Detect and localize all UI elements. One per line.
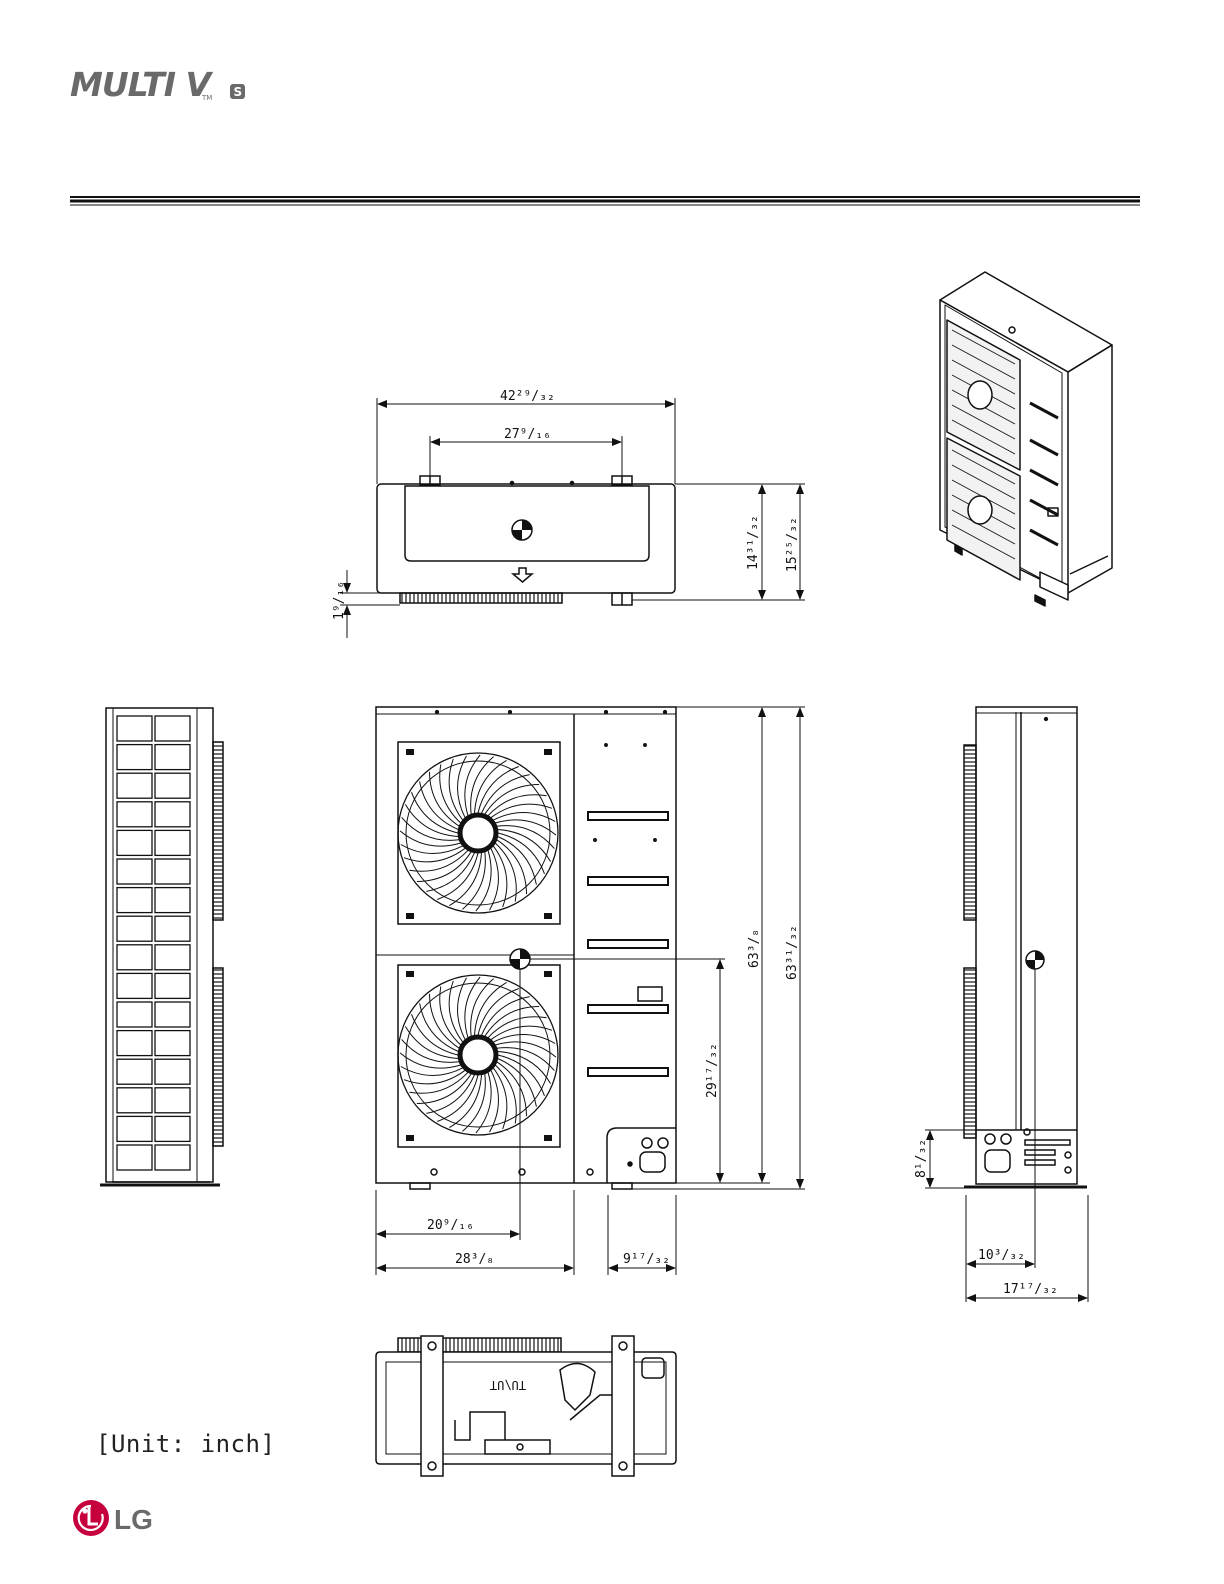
grille-cell (117, 1088, 152, 1113)
dim-side-base-height: 8¹/₃₂ (914, 1139, 929, 1178)
grille-cell (117, 973, 152, 998)
grille-cell (117, 916, 152, 941)
grille-cell (155, 1031, 190, 1056)
dim-top-foot-offset: 1⁹/₁₆ (332, 581, 347, 620)
dim-front-right-width: 9¹⁷/₃₂ (623, 1252, 670, 1267)
grille-cell (155, 773, 190, 798)
bottom-view (376, 1336, 676, 1476)
grille-cell (155, 830, 190, 855)
dim-top-depth-inner: 14³¹/₃₂ (746, 515, 761, 570)
lg-logo-text: LG (114, 1504, 153, 1535)
grille-cell (155, 1088, 190, 1113)
grille-cell (155, 745, 190, 770)
cg-icon (1026, 951, 1044, 969)
grille-cell (155, 802, 190, 827)
top-view (377, 476, 675, 605)
isometric-view (940, 272, 1112, 606)
grille-cell (155, 859, 190, 884)
dim-top-depth-outer: 15²⁵/₃₂ (785, 517, 800, 572)
grille-cell (117, 945, 152, 970)
header-rule (70, 197, 1140, 205)
dim-front-cg-x: 20⁹/₁₆ (427, 1218, 474, 1233)
grille-cell (155, 1059, 190, 1084)
grille-cell (117, 773, 152, 798)
dim-top-mount-spacing: 27⁹/₁₆ (504, 427, 551, 442)
grille-cell (155, 1002, 190, 1027)
grille-cell (155, 1145, 190, 1170)
lg-logo: LG (72, 1496, 162, 1540)
grille-cell (155, 916, 190, 941)
bottom-stamp: TU\UT (490, 1378, 526, 1392)
grille-cell (117, 1002, 152, 1027)
unit-note: [Unit: inch] (96, 1430, 275, 1458)
grille-cell (117, 859, 152, 884)
grille-cell (155, 1116, 190, 1141)
grille-cell (117, 1059, 152, 1084)
cg-icon (510, 949, 530, 969)
dim-side-total-depth: 17¹⁷/₃₂ (1003, 1282, 1058, 1297)
grille-cell (117, 830, 152, 855)
dim-side-cg-depth: 10³/₃₂ (978, 1248, 1025, 1263)
grille-cell (117, 1031, 152, 1056)
grille-cell (117, 888, 152, 913)
grille-cell (117, 745, 152, 770)
dim-front-cg-height: 29¹⁷/₃₂ (705, 1043, 720, 1098)
grille-cell (117, 1145, 152, 1170)
right-side-view (964, 707, 1087, 1187)
cg-icon (512, 520, 532, 540)
dim-front-height-body: 63³/₈ (747, 929, 762, 968)
dim-front-height-total: 63³¹/₃₂ (785, 925, 800, 980)
grille-cell (155, 716, 190, 741)
dim-front-left-width: 28³/₈ (455, 1252, 494, 1267)
airflow-arrow-icon (513, 568, 532, 582)
dim-top-overall-width: 42²⁹/₃₂ (500, 389, 555, 404)
grille-cell (155, 973, 190, 998)
grille-cell (117, 716, 152, 741)
grille-cell (117, 1116, 152, 1141)
grille-cell (155, 945, 190, 970)
grille-cell (117, 802, 152, 827)
grille-cell (155, 888, 190, 913)
